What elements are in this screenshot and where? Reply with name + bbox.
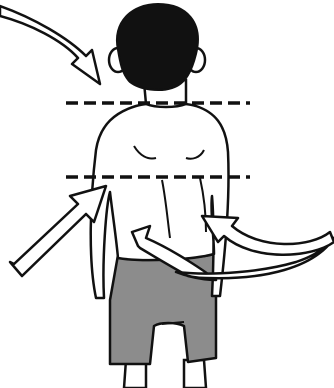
hair [117, 4, 198, 90]
head [109, 4, 205, 90]
curved-arrow-icon [0, 6, 100, 84]
right-leg [184, 360, 206, 388]
